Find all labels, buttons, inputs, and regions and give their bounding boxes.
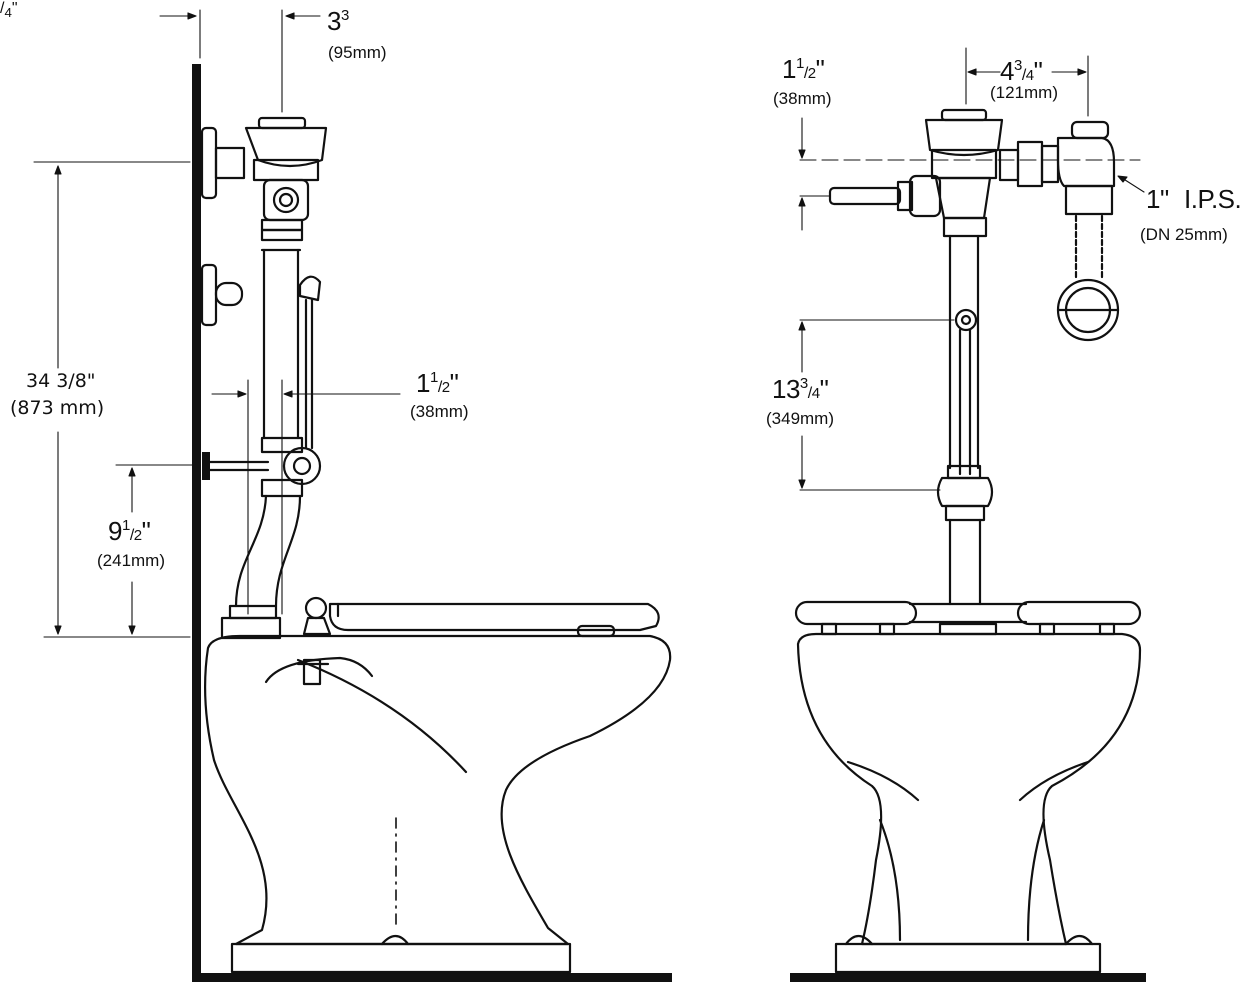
whole: 13 xyxy=(772,374,800,404)
metric: (241mm) xyxy=(97,551,166,570)
denominator: 4 xyxy=(811,385,820,402)
metric: (38mm) xyxy=(410,402,469,421)
whole: 1 xyxy=(416,368,430,398)
ips-text: I.P.S. xyxy=(1184,184,1242,214)
denominator: 4 xyxy=(1025,67,1034,84)
numerator: 3 xyxy=(1013,57,1022,74)
flush-valve-front xyxy=(828,108,1120,606)
metric: (349mm) xyxy=(766,409,835,428)
wall xyxy=(192,64,201,982)
whole: 9 xyxy=(108,516,122,546)
numerator: 3 xyxy=(799,375,808,392)
side-dimension-lines xyxy=(33,9,401,638)
floor-left xyxy=(192,973,672,982)
unit: " xyxy=(819,374,829,404)
denominator: 2 xyxy=(441,379,450,396)
unit: " xyxy=(1033,56,1043,86)
unit: " xyxy=(141,516,151,546)
unit: " xyxy=(11,0,18,17)
toilet-bowl-side xyxy=(203,596,672,974)
imperial: 34 3/8" xyxy=(26,370,96,392)
supply-wall-flange xyxy=(200,126,246,200)
metric: (95mm) xyxy=(328,43,387,62)
toilet-bowl-front xyxy=(794,600,1142,974)
outlet-wall-flange xyxy=(200,263,244,327)
side-view xyxy=(33,9,672,982)
metric: (873 mm) xyxy=(10,397,105,419)
whole: 3 xyxy=(327,6,341,36)
pipe-size: 1" xyxy=(1146,184,1169,214)
numerator: 1 xyxy=(121,517,130,534)
numerator: 1 xyxy=(795,55,804,72)
numerator: 3 xyxy=(340,7,349,24)
numerator: 1 xyxy=(429,369,438,386)
floor-right xyxy=(790,973,1146,982)
metric: (121mm) xyxy=(990,83,1059,102)
flush-valve-side xyxy=(202,116,328,640)
denominator: 4 xyxy=(4,5,12,21)
whole: 4 xyxy=(1000,56,1014,86)
denominator: 2 xyxy=(133,527,142,544)
front-view xyxy=(790,47,1146,982)
unit: " xyxy=(815,54,825,84)
unit: " xyxy=(449,368,459,398)
side-top-dimension-label: 33/4" (95mm) xyxy=(0,0,387,62)
metric: (DN 25mm) xyxy=(1140,225,1228,244)
whole: 1 xyxy=(782,54,796,84)
front-dimension-lines xyxy=(798,47,1145,491)
metric: (38mm) xyxy=(773,89,832,108)
denominator: 2 xyxy=(807,65,816,82)
